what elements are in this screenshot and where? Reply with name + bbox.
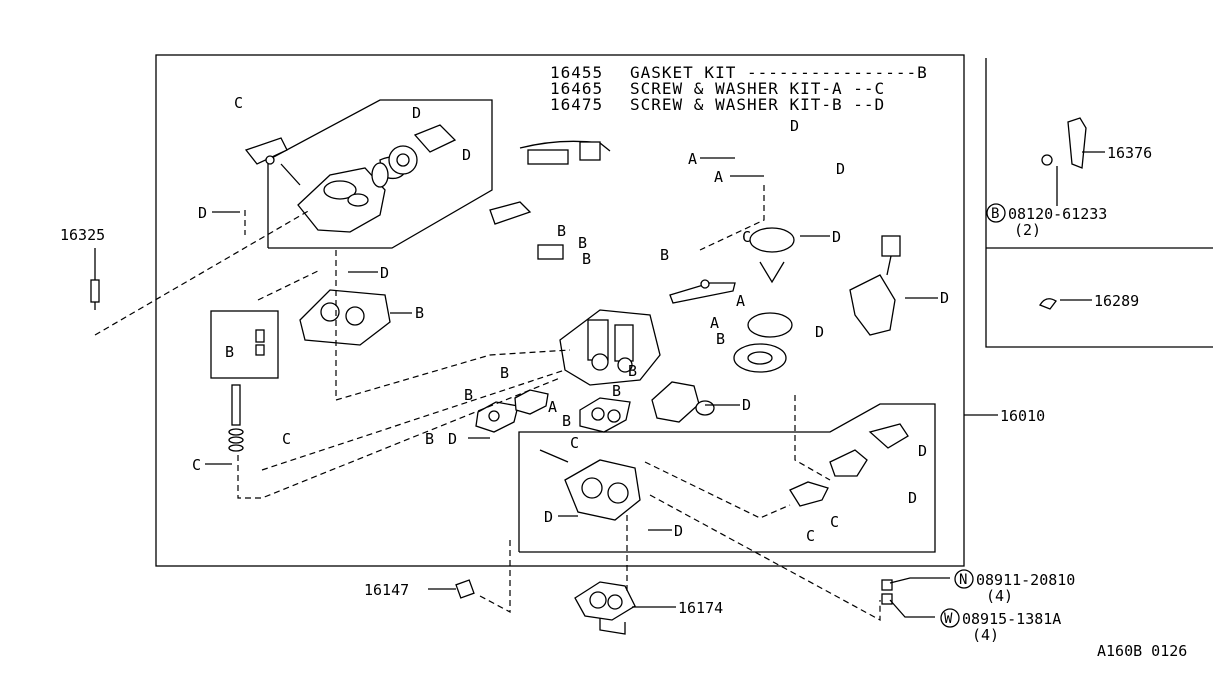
callout-d: D	[742, 396, 751, 414]
float-arm	[489, 201, 564, 260]
legend-text-2: SCREW & WASHER KIT-A --C	[630, 79, 885, 98]
legend-text-1: GASKET KIT ----------------B	[630, 63, 928, 82]
fuel-pipe	[519, 140, 611, 165]
callout-d: D	[412, 104, 421, 122]
washer-icon	[881, 593, 893, 605]
callout-d: D	[908, 489, 917, 507]
choke-bracket	[244, 137, 301, 186]
part-16289-label: 16289	[1094, 292, 1139, 310]
leader-lines	[205, 151, 1105, 618]
callout-c: C	[282, 430, 291, 448]
carb-main-body	[559, 309, 661, 386]
callout-d: D	[790, 117, 799, 135]
callout-b: B	[582, 250, 591, 268]
callout-c: C	[192, 456, 201, 474]
callout-d: D	[832, 228, 841, 246]
callout-d: D	[674, 522, 683, 540]
part-16376-label: 16376	[1107, 144, 1152, 162]
insulator-16174	[574, 581, 636, 635]
legend-code-1: 16455	[550, 63, 603, 82]
callout-d: D	[836, 160, 845, 178]
guide-lines	[94, 185, 881, 622]
main-frame	[155, 54, 965, 567]
rod-16325	[90, 248, 100, 310]
washer-prefix: W	[944, 611, 953, 627]
washer-code: 08915-1381A	[962, 610, 1061, 628]
callout-d: D	[380, 264, 389, 282]
solenoid-bracket	[849, 235, 901, 336]
throttle-body	[539, 423, 909, 521]
dashpot	[651, 381, 715, 423]
part-16174-label: 16174	[678, 599, 723, 617]
callout-d: D	[448, 430, 457, 448]
callout-b: B	[562, 412, 571, 430]
callout-c: C	[234, 94, 243, 112]
washer-qty: (4)	[972, 626, 999, 644]
callout-b: B	[415, 304, 424, 322]
callout-d: D	[815, 323, 824, 341]
part-16147	[455, 579, 475, 599]
clip-16289	[1039, 298, 1057, 310]
callout-d: D	[462, 146, 471, 164]
callout-b: B	[557, 222, 566, 240]
inset-throttle	[518, 403, 936, 553]
inset-needle	[210, 310, 279, 379]
callout-c: C	[830, 513, 839, 531]
callout-b: B	[660, 246, 669, 264]
callout-c: C	[742, 228, 751, 246]
part-16325-label: 16325	[60, 226, 105, 244]
bolt-label: B 08120-61233 (2)	[986, 203, 1107, 239]
legend-code-3: 16475	[550, 95, 603, 114]
callout-d: D	[918, 442, 927, 460]
base-gaskets	[475, 389, 631, 433]
callout-a: A	[736, 292, 745, 310]
callout-a: A	[710, 314, 719, 332]
callout-d: D	[940, 289, 949, 307]
callout-b: B	[500, 364, 509, 382]
callout-a: A	[688, 150, 697, 168]
diagram-id: A160B 0126	[1097, 642, 1187, 660]
callout-a: A	[714, 168, 723, 186]
callout-b: B	[628, 362, 637, 380]
needle-parts	[228, 329, 265, 452]
carb-top-cover	[297, 124, 457, 233]
top-gasket	[299, 289, 391, 346]
callout-d: D	[544, 508, 553, 526]
callout-b: B	[464, 386, 473, 404]
pump-lever	[669, 279, 736, 304]
side-frame	[985, 58, 1213, 348]
callout-a: A	[548, 398, 557, 416]
nut-prefix: N	[959, 572, 967, 588]
fitting-16376	[1041, 117, 1087, 206]
callout-b: B	[225, 343, 234, 361]
nut-code: 08911-20810	[976, 571, 1075, 589]
nut-icon	[881, 579, 893, 591]
legend: 16455 GASKET KIT ----------------B 16465…	[550, 63, 928, 114]
part-16010-label: 16010	[1000, 407, 1045, 425]
part-16147-label: 16147	[364, 581, 409, 599]
callout-d: D	[198, 204, 207, 222]
washer-label: W 08915-1381A (4)	[940, 608, 1061, 644]
kit-letter-callouts: C D D D D B B B B B B D A A D C D D A A …	[192, 94, 949, 545]
bolt-code: 08120-61233	[1008, 205, 1107, 223]
callout-b: B	[425, 430, 434, 448]
callout-b: B	[612, 382, 621, 400]
callout-c: C	[570, 434, 579, 452]
legend-code-2: 16465	[550, 79, 603, 98]
callout-b: B	[716, 330, 725, 348]
legend-text-3: SCREW & WASHER KIT-B --D	[630, 95, 885, 114]
bolt-qty: (2)	[1014, 221, 1041, 239]
nut-label: N 08911-20810 (4)	[954, 569, 1075, 605]
callout-c: C	[806, 527, 815, 545]
bolt-prefix: B	[991, 206, 999, 222]
diaphragm-housing	[733, 227, 795, 373]
nut-qty: (4)	[986, 587, 1013, 605]
callout-b: B	[578, 234, 587, 252]
